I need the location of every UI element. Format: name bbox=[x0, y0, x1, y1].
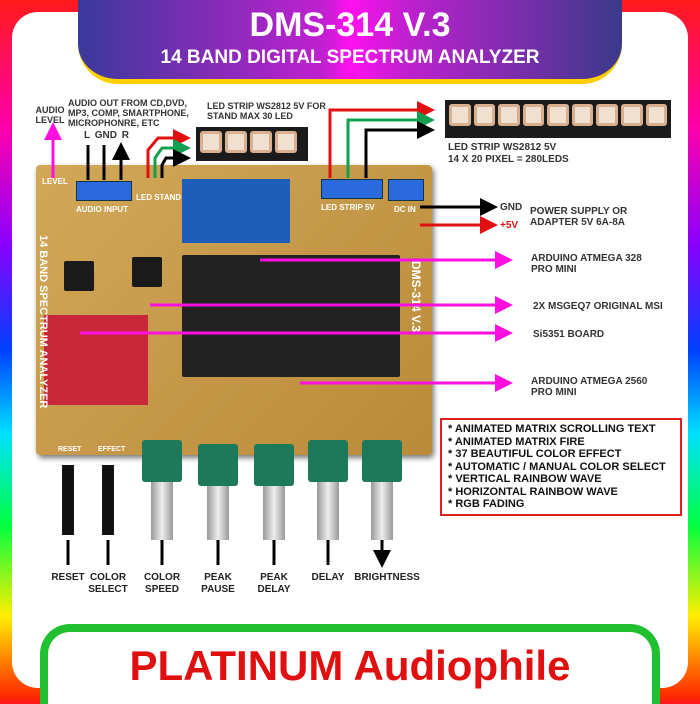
effect-button[interactable] bbox=[102, 465, 114, 535]
audio-level-label: AUDIO LEVEL bbox=[35, 105, 65, 125]
footer-brand: PLATINUM Audiophile bbox=[129, 642, 571, 689]
brightness-shaft bbox=[371, 482, 393, 540]
audio-input-silk: AUDIO INPUT bbox=[76, 205, 128, 214]
atmega2560-board bbox=[182, 255, 400, 377]
led-strip-silk: LED STRIP 5V bbox=[321, 203, 375, 212]
control-label-color-select: COLOR SELECT bbox=[88, 572, 128, 595]
delay-knob[interactable] bbox=[308, 440, 348, 482]
led-strip-terminal bbox=[321, 179, 383, 199]
delay-shaft bbox=[317, 482, 339, 540]
reset-silk: RESET bbox=[58, 446, 82, 453]
feature-item: * RGB FADING bbox=[448, 498, 525, 510]
control-label-brightness: BRIGHTNESS bbox=[354, 572, 420, 583]
gnd-label: GND bbox=[500, 202, 523, 213]
reset-button[interactable] bbox=[62, 465, 74, 535]
control-label-peak-pause: PEAK PAUSE bbox=[201, 572, 235, 595]
plus5v-label: +5V bbox=[500, 220, 519, 231]
product-title: DMS-314 V.3 bbox=[249, 6, 451, 44]
peak-delay-knob[interactable] bbox=[254, 444, 294, 486]
control-label-peak-delay: PEAK DELAY bbox=[257, 572, 291, 595]
feature-item: * HORIZONTAL RAINBOW WAVE bbox=[448, 485, 618, 498]
led-stand-strip bbox=[196, 127, 308, 161]
led-stand-label: LED STRIP WS2812 5V FOR STAND MAX 30 LED bbox=[207, 101, 326, 121]
audio-out-label: AUDIO OUT FROM CD,DVD, MP3, COMP, SMARTP… bbox=[68, 98, 189, 128]
peak-pause-shaft bbox=[207, 486, 229, 540]
pcb-board: AUDIO INPUT LED STRIP 5V DC IN LED STAND… bbox=[36, 165, 432, 455]
msgeq7-chip-2 bbox=[132, 257, 162, 287]
atmega328-label: ARDUINO ATMEGA 328 PRO MINI bbox=[531, 253, 642, 275]
msgeq7-chip-1 bbox=[64, 261, 94, 291]
led-matrix-label: LED STRIP WS2812 5V bbox=[448, 142, 557, 153]
features-box: * ANIMATED MATRIX SCROLLING TEXT * ANIMA… bbox=[440, 418, 682, 516]
footer-banner: PLATINUM Audiophile bbox=[40, 624, 660, 704]
color-speed-knob[interactable] bbox=[142, 440, 182, 482]
level-silk: LEVEL bbox=[42, 177, 68, 186]
control-label-color-speed: COLOR SPEED bbox=[143, 572, 181, 595]
atmega2560-label: ARDUINO ATMEGA 2560 PRO MINI bbox=[531, 376, 648, 398]
control-label-delay: DELAY bbox=[311, 572, 345, 583]
feature-item: * 37 BEAUTIFUL COLOR EFFECT bbox=[448, 448, 622, 460]
feature-item: * ANIMATED MATRIX FIRE bbox=[448, 435, 585, 448]
power-supply-label: POWER SUPPLY OR ADAPTER 5V 6A-8A bbox=[530, 206, 628, 228]
feature-item: * VERTICAL RAINBOW WAVE bbox=[448, 473, 602, 485]
si5351-board bbox=[44, 315, 148, 405]
led-matrix-strip bbox=[445, 100, 671, 138]
led-stand-silk: LED STAND bbox=[136, 193, 182, 202]
color-speed-shaft bbox=[151, 482, 173, 540]
effect-silk: EFFECT bbox=[98, 446, 126, 453]
product-subtitle: 14 BAND DIGITAL SPECTRUM ANALYZER bbox=[160, 47, 540, 68]
atmega328-board bbox=[182, 179, 290, 243]
led-matrix-size: 14 X 20 PIXEL = 280LEDS bbox=[448, 154, 569, 165]
dc-in-silk: DC IN bbox=[394, 205, 416, 214]
feature-item: * AUTOMATIC / MANUAL COLOR SELECT bbox=[448, 460, 666, 473]
header-banner: DMS-314 V.3 14 BAND DIGITAL SPECTRUM ANA… bbox=[78, 0, 622, 84]
dc-in-terminal bbox=[388, 179, 424, 201]
peak-pause-knob[interactable] bbox=[198, 444, 238, 486]
control-label-reset: RESET bbox=[51, 572, 85, 583]
brightness-knob[interactable] bbox=[362, 440, 402, 482]
feature-item: * ANIMATED MATRIX SCROLLING TEXT bbox=[448, 423, 656, 435]
audio-input-terminal bbox=[76, 181, 132, 201]
peak-delay-shaft bbox=[263, 486, 285, 540]
si5351-label: Si5351 BOARD bbox=[533, 329, 605, 340]
msgeq7-label: 2X MSGEQ7 ORIGINAL MSI bbox=[533, 301, 663, 312]
